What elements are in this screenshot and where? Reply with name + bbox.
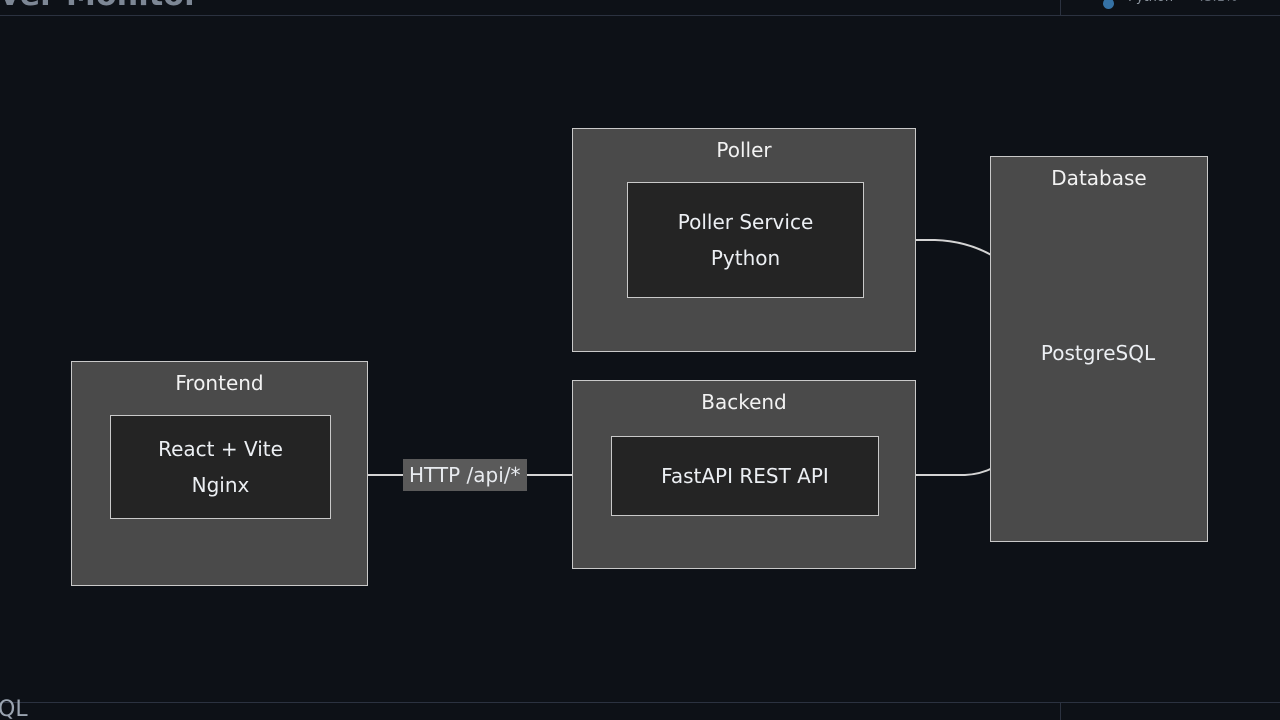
cluster-poller-label: Poller <box>716 138 772 162</box>
header-divider <box>0 15 1280 16</box>
cluster-backend-label: Backend <box>701 390 787 414</box>
node-line: FastAPI REST API <box>661 464 829 488</box>
language-percent: 43.1% <box>1196 0 1237 5</box>
cluster-frontend-label: Frontend <box>175 371 264 395</box>
node-react-vite-nginx[interactable]: React + Vite Nginx <box>110 415 331 519</box>
node-poller-service-python[interactable]: Poller Service Python <box>627 182 864 298</box>
page-header-clipped: ver Monitor Python 43.1% <box>0 0 1280 18</box>
footer-divider <box>0 702 1280 703</box>
node-fastapi-rest-api[interactable]: FastAPI REST API <box>611 436 879 516</box>
footer-vertical-divider <box>1060 703 1061 720</box>
cluster-database-label: Database <box>1051 166 1147 190</box>
node-postgresql-label: PostgreSQL <box>1040 341 1156 365</box>
edge-label-http-api: HTTP /api/* <box>403 459 527 491</box>
node-line: Poller Service <box>677 210 814 234</box>
language-color-dot <box>1103 0 1114 9</box>
language-name: Python <box>1128 0 1173 5</box>
footer-text: greSQL <box>0 697 28 720</box>
header-vertical-divider <box>1060 0 1061 15</box>
cluster-frontend[interactable]: Frontend React + Vite Nginx <box>71 361 368 586</box>
cluster-poller[interactable]: Poller Poller Service Python <box>572 128 916 352</box>
node-line: Python <box>710 246 781 270</box>
node-postgresql[interactable]: PostgreSQL <box>1023 296 1173 410</box>
cluster-database[interactable]: Database <box>990 156 1208 542</box>
node-line: Nginx <box>191 473 250 497</box>
page-footer-clipped: greSQL <box>0 694 1280 720</box>
cluster-backend[interactable]: Backend FastAPI REST API <box>572 380 916 569</box>
node-line: React + Vite <box>158 437 283 461</box>
page-title: ver Monitor <box>0 0 199 13</box>
